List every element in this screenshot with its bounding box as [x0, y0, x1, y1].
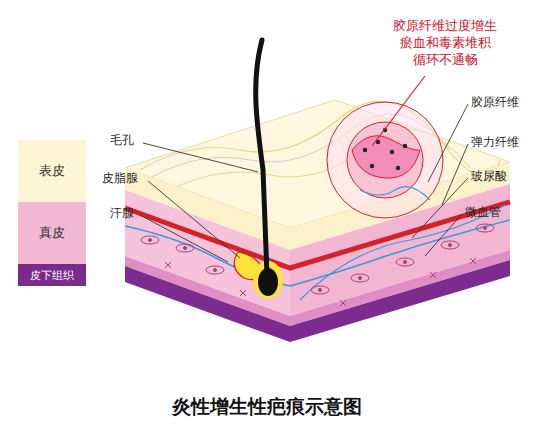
hypodermis-layer: [290, 250, 510, 326]
part-label: 汗腺: [110, 207, 134, 221]
scar-tissue: [352, 136, 420, 178]
hair: [256, 40, 267, 275]
dermis-cells: [141, 224, 494, 306]
layer-legend-box: 表皮: [18, 140, 86, 202]
part-label: 毛孔: [110, 134, 134, 148]
leader-lines: [140, 104, 468, 262]
hypodermis-layer: [125, 266, 290, 342]
part-label: 皮脂腺: [102, 172, 138, 186]
caption: 炎性增生性疤痕示意图: [0, 394, 534, 420]
scar-inner-ring: [347, 122, 423, 198]
part-label: 弹力纤维: [471, 136, 519, 150]
part-label: 玻尿酸: [471, 170, 507, 184]
layer-legend-box: 皮下组织: [18, 264, 86, 286]
scar-outer-ring: [327, 102, 443, 218]
part-label: 微血管: [465, 206, 501, 220]
toxin-dots: [363, 128, 407, 170]
part-label: 胶原纤维: [471, 96, 519, 110]
elastic-fiber: [360, 187, 430, 200]
capillary: [300, 205, 505, 300]
callout-note: 胶原纤维过度增生 瘀血和毒素堆积 循环不通畅: [375, 18, 515, 69]
layer-name: 表皮: [39, 162, 65, 180]
layer-legend-box: 真皮: [18, 202, 86, 264]
surface-wave: [140, 101, 500, 178]
layer-name: 真皮: [39, 224, 65, 242]
layer-name: 皮下组织: [30, 268, 74, 283]
callout-leader: [372, 76, 425, 146]
hypodermis-layer: [290, 260, 510, 342]
capillary: [125, 220, 510, 286]
